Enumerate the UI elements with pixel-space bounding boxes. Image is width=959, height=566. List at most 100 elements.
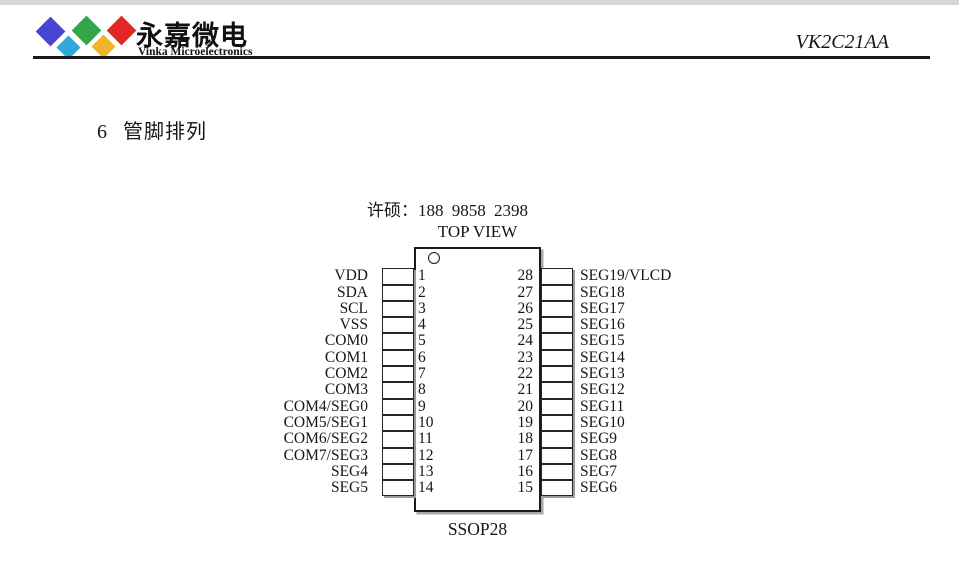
- pin-right-number: 25: [517, 316, 534, 334]
- pin-row: COM5/SEG1 10 19 SEG10: [0, 413, 959, 432]
- pin-right-stub: [541, 463, 573, 481]
- logo-diamond-red: [106, 15, 136, 45]
- pin-right-number: 17: [517, 446, 534, 464]
- logo-diamond-blue: [35, 16, 65, 46]
- pin-right-label: SEG13: [580, 365, 625, 383]
- top-view-label: TOP VIEW: [437, 222, 518, 241]
- pin-right-stub: [541, 366, 573, 383]
- section-heading: 6 管脚排列: [97, 115, 207, 144]
- package-label: SSOP28: [447, 519, 508, 539]
- pin-row: COM1 6 23 SEG14: [0, 348, 959, 367]
- pin-right-stub: [541, 317, 573, 334]
- pin-row: SCL 3 26 SEG17: [0, 299, 959, 318]
- pin-left-label: SEG5: [330, 479, 368, 497]
- pin-left-stub: [382, 268, 414, 285]
- pin-right-number: 28: [517, 267, 534, 285]
- pin-right-stub: [541, 414, 573, 432]
- pin-left-number: 12: [418, 446, 434, 464]
- pin-right-label: SEG8: [580, 446, 618, 464]
- pin-right-label: SEG10: [580, 413, 625, 431]
- pin-left-stub: [382, 480, 414, 497]
- part-number: VK2C21AA: [795, 31, 889, 53]
- pin-right-label: SEG17: [580, 299, 625, 317]
- pin-right-number: 22: [517, 365, 534, 383]
- pin-left-number: 13: [418, 462, 434, 480]
- pin-left-stub: [382, 447, 414, 464]
- pin-left-number: 7: [418, 365, 426, 383]
- pin-right-label: SEG9: [580, 430, 618, 448]
- pin-row: SEG4 13 16 SEG7: [0, 462, 959, 481]
- pin-row: COM0 5 24 SEG15: [0, 332, 959, 350]
- pin-right-stub: [541, 431, 573, 448]
- pin-right-label: SEG12: [580, 381, 625, 399]
- pin-right-label: SEG6: [580, 479, 618, 497]
- pin-left-label: COM2: [324, 365, 368, 383]
- pin-left-stub: [382, 333, 414, 350]
- pin-left-number: 4: [418, 316, 426, 334]
- pin-left-stub: [382, 284, 414, 301]
- pin-left-number: 9: [418, 397, 426, 415]
- company-name-cn: 永嘉微电: [136, 21, 248, 51]
- contact-note: 许硕：188 9858 2398: [367, 201, 528, 220]
- pin-left-label: COM3: [324, 381, 368, 399]
- pin-left-number: 8: [418, 381, 426, 399]
- pin-left-label: SCL: [339, 299, 368, 317]
- pin-right-label: SEG14: [580, 348, 625, 366]
- pin-left-stub: [382, 366, 414, 383]
- pin-right-label: SEG15: [580, 332, 625, 350]
- pin-right-number: 26: [517, 299, 534, 317]
- pin-right-number: 21: [517, 381, 534, 399]
- pin-right-stub: [541, 284, 573, 301]
- pin-left-stub: [382, 431, 414, 448]
- pin-left-label: COM7/SEG3: [283, 446, 368, 464]
- section-title: 管脚排列: [123, 121, 207, 143]
- pin-right-number: 23: [517, 348, 534, 366]
- pin-left-label: SDA: [336, 283, 368, 301]
- pin-left-number: 2: [418, 283, 426, 301]
- pin-row: COM7/SEG3 12 17 SEG8: [0, 446, 959, 464]
- pin-right-number: 18: [517, 430, 534, 448]
- pin-left-stub: [382, 349, 414, 367]
- pin-right-label: SEG16: [580, 316, 625, 334]
- pin-right-label: SEG18: [580, 283, 625, 301]
- pin-row: VSS 4 25 SEG16: [0, 316, 959, 334]
- pin-right-number: 24: [517, 332, 534, 350]
- pin-right-number: 27: [517, 283, 534, 301]
- pin-right-number: 19: [517, 413, 534, 431]
- pin-right-stub: [541, 349, 573, 367]
- pin-row: SDA 2 27 SEG18: [0, 283, 959, 301]
- pin-left-number: 1: [418, 267, 426, 285]
- pin-left-label: VSS: [339, 316, 368, 334]
- company-name-en: Vinka Microelectronics: [138, 46, 253, 58]
- window-edge-strip: [0, 0, 959, 5]
- pin-right-stub: [541, 447, 573, 464]
- pin-row: COM6/SEG2 11 18 SEG9: [0, 430, 959, 448]
- chip-body: [414, 247, 541, 512]
- pin-right-label: SEG19/VLCD: [580, 267, 672, 285]
- pin-left-label: SEG4: [330, 462, 368, 480]
- pin-right-stub: [541, 300, 573, 318]
- section-number: 6: [97, 121, 107, 143]
- pin-left-stub: [382, 317, 414, 334]
- pin-left-number: 10: [418, 413, 434, 431]
- pin-left-stub: [382, 382, 414, 399]
- logo-diamond-yellow: [90, 33, 116, 59]
- pin-left-stub: [382, 414, 414, 432]
- pin-right-stub: [541, 480, 573, 497]
- pin-left-label: COM5/SEG1: [283, 413, 368, 431]
- pin-right-number: 20: [517, 397, 534, 415]
- pin-row: COM4/SEG0 9 20 SEG11: [0, 397, 959, 415]
- pin-left-number: 14: [418, 479, 434, 497]
- pin-left-label: COM6/SEG2: [283, 430, 368, 448]
- pin-right-number: 16: [517, 462, 534, 480]
- pin-right-stub: [541, 333, 573, 350]
- header-rule: [33, 56, 930, 59]
- pin-left-number: 11: [418, 430, 433, 448]
- pin-left-label: COM1: [324, 348, 368, 366]
- pin-right-label: SEG11: [580, 397, 625, 415]
- pin-right-number: 15: [517, 479, 534, 497]
- pin-right-stub: [541, 398, 573, 415]
- pin-left-stub: [382, 463, 414, 481]
- pin1-indicator-icon: [428, 252, 440, 264]
- pin-row: SEG5 14 15 SEG6: [0, 479, 959, 497]
